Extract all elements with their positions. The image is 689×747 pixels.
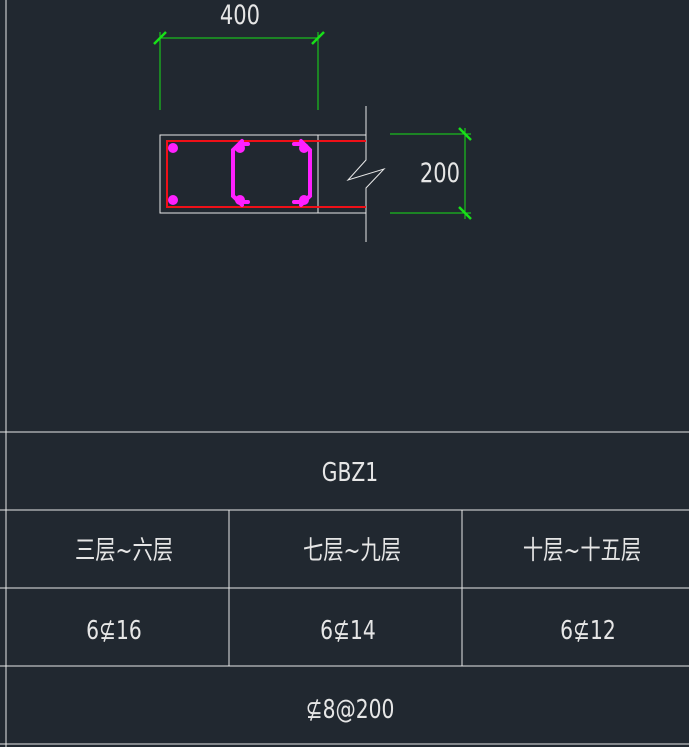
- dimension-tick-right: [311, 31, 325, 45]
- dimension-tick-top: [458, 127, 472, 141]
- dimension-height-label: 200: [420, 157, 460, 188]
- table-cell-longitudinal-rebar: 6⊈14: [320, 616, 376, 646]
- wall-section: [159, 106, 386, 242]
- rebar-bar: [299, 195, 309, 205]
- table-cell-longitudinal-rebar: 6⊈12: [560, 616, 616, 646]
- table-header-floors: 七层~九层: [303, 536, 401, 566]
- table-header-floors: 十层~十五层: [523, 536, 641, 566]
- rebar-ties: [168, 139, 312, 207]
- table-header-floors: 三层~六层: [75, 536, 173, 566]
- dimension-tick-bottom: [458, 206, 472, 220]
- dimension-width-label: 400: [220, 0, 260, 31]
- table-cell-longitudinal-rebar: 6⊈16: [86, 616, 142, 646]
- rebar-bar: [168, 143, 178, 153]
- wall-outline: [159, 134, 366, 214]
- tie-right: [292, 142, 312, 204]
- rebar-table: GBZ1 三层~六层 七层~九层 十层~十五层 6⊈16 6⊈14 6⊈12 ⊈…: [0, 431, 689, 745]
- rebar-bar: [299, 143, 309, 153]
- dimension-height: 200: [390, 127, 472, 220]
- rebar-outline: [166, 140, 366, 208]
- rebar-bar: [235, 143, 245, 153]
- rebar-bar: [235, 195, 245, 205]
- rebar-bar: [168, 195, 178, 205]
- table-title: GBZ1: [322, 458, 378, 488]
- break-line: [346, 106, 386, 242]
- table-cell-stirrup: ⊈8@200: [306, 695, 395, 725]
- dimension-width: 400: [153, 0, 325, 110]
- dimension-tick-left: [153, 31, 167, 45]
